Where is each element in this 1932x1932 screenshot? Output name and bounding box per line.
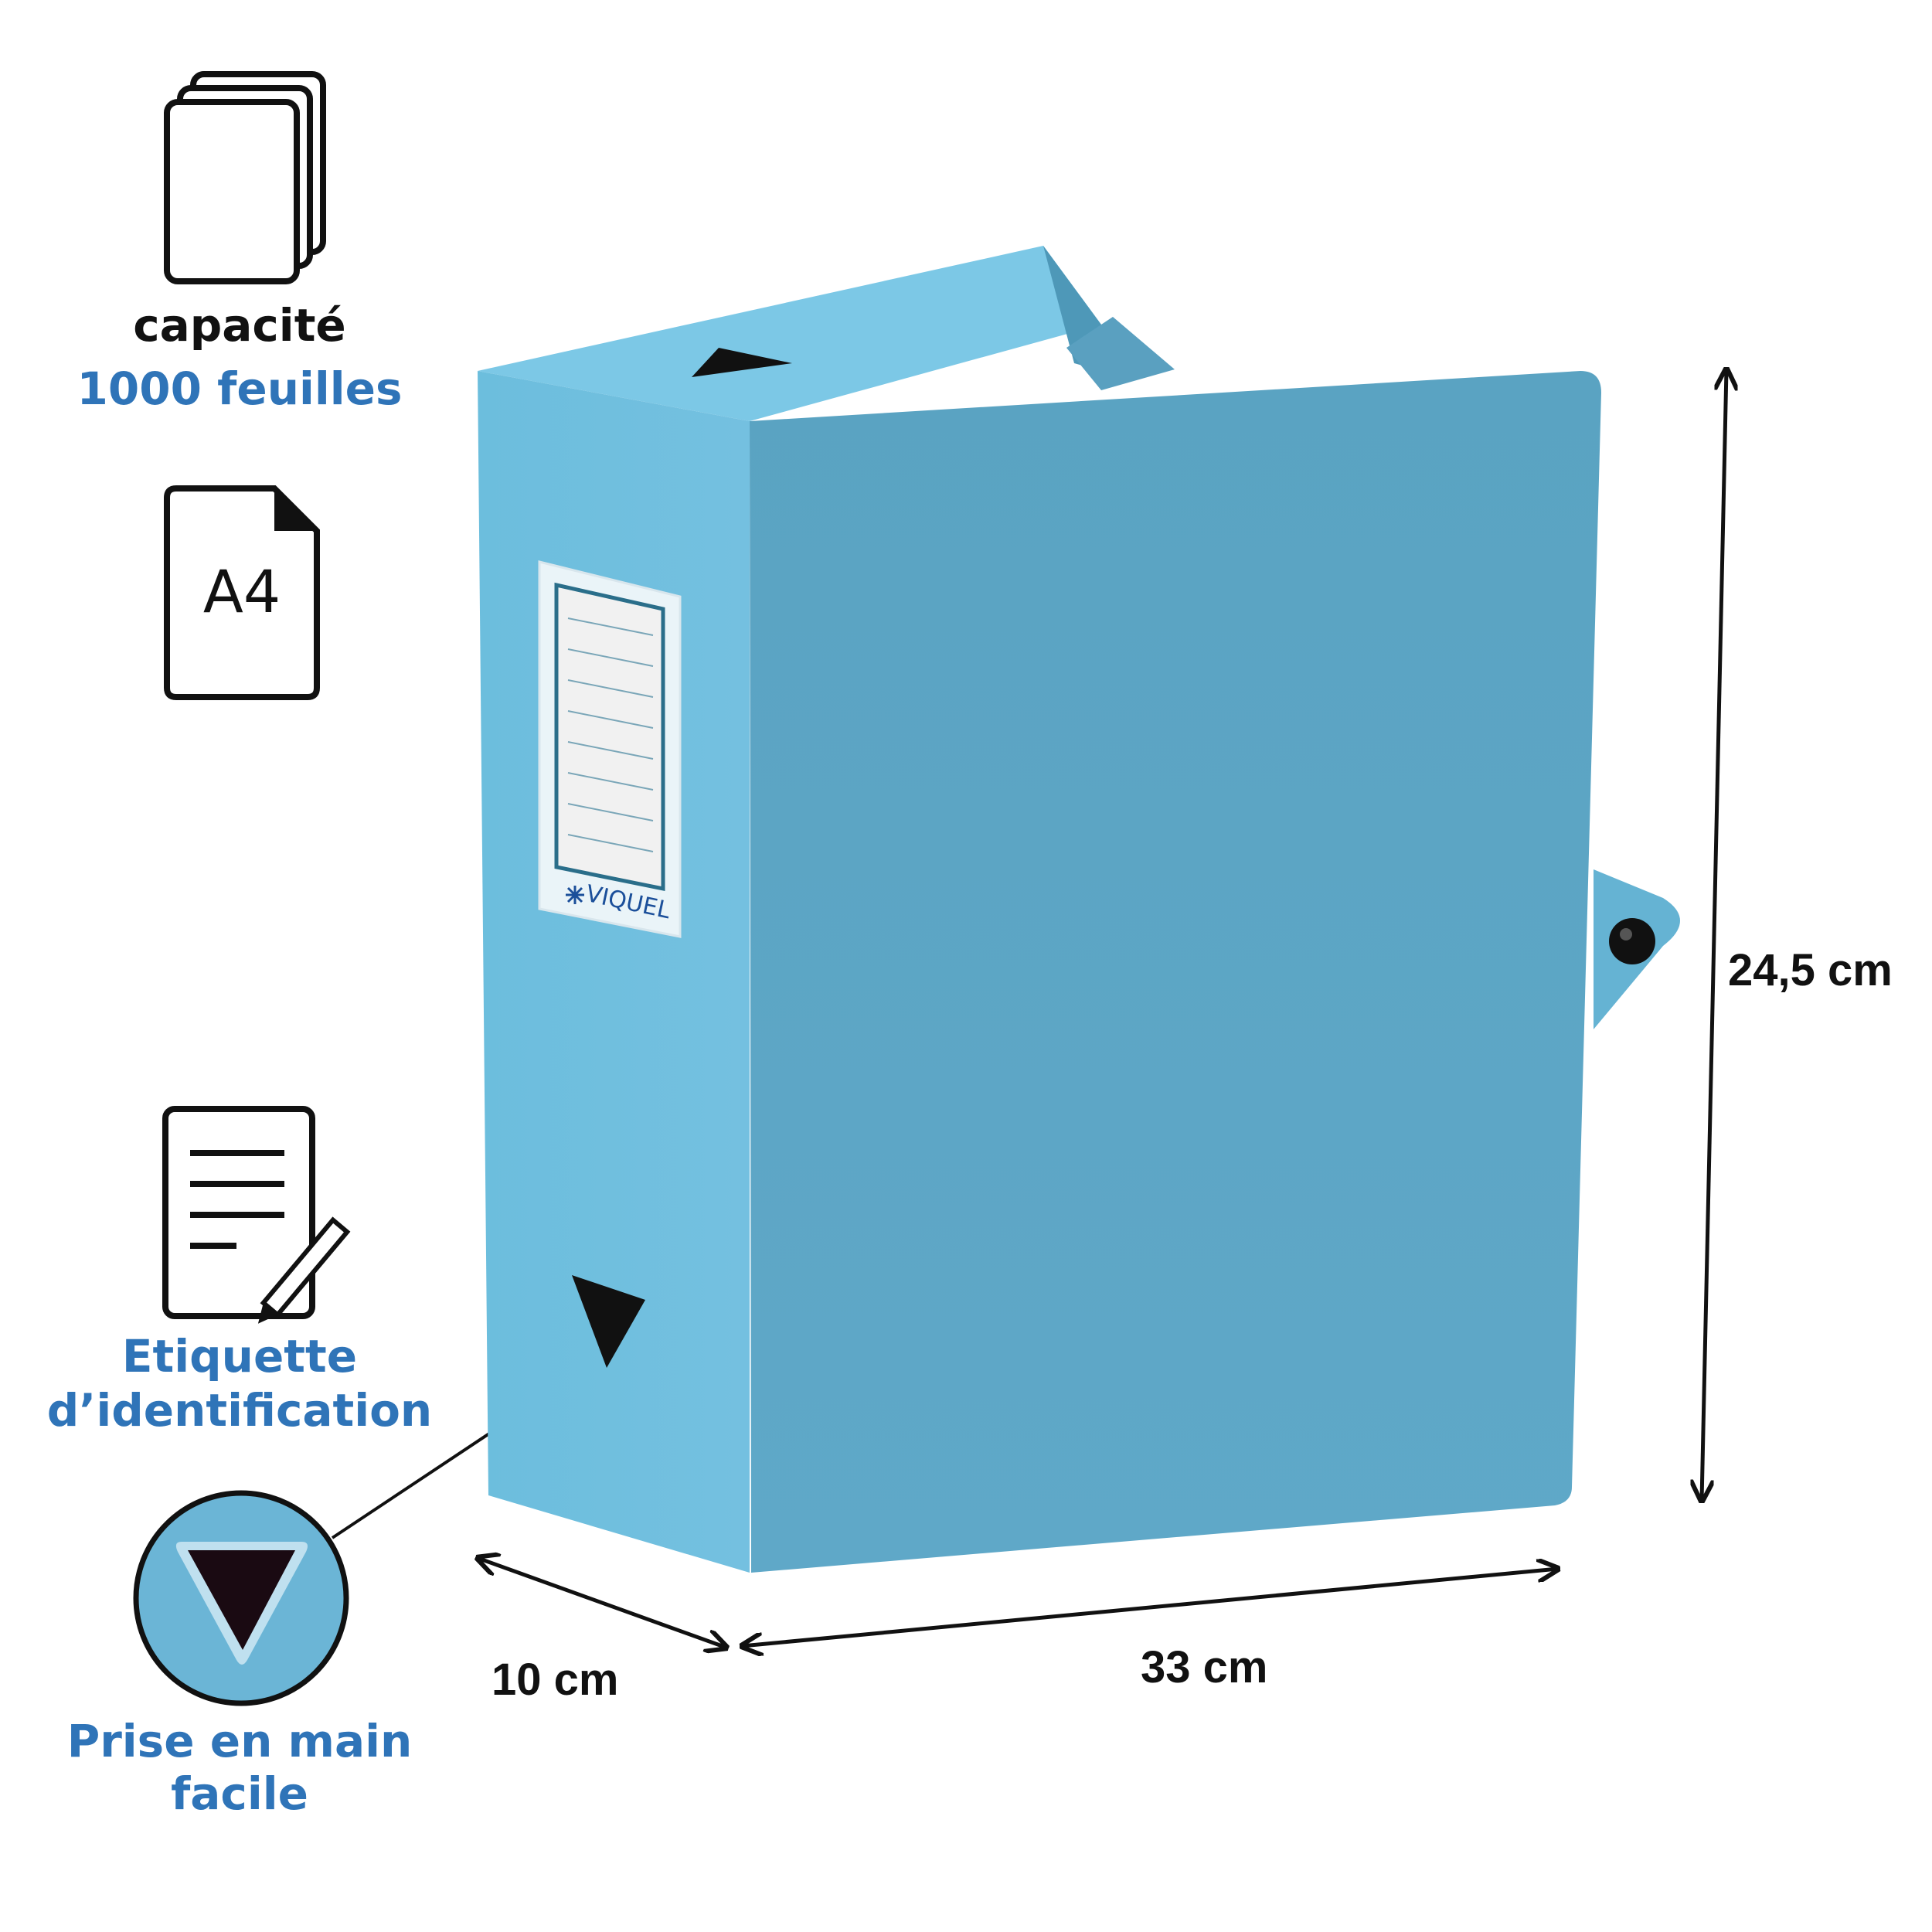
dimension-arrows	[478, 369, 1726, 1648]
format-label: A4	[202, 557, 281, 626]
depth-arrow	[478, 1558, 726, 1648]
label-holder-title-line2: d’identification	[46, 1384, 433, 1437]
grip-title-line2: facile	[171, 1767, 308, 1820]
label-holder-title-line1: Etiquette	[121, 1330, 358, 1383]
brand-logo-icon	[566, 886, 584, 904]
spine-label-holder	[538, 560, 682, 938]
archive-box	[478, 246, 1680, 1573]
a4-page-icon	[164, 485, 320, 700]
width-dimension-label: 33 cm	[1141, 1642, 1268, 1692]
capacity-label: capacité	[133, 299, 346, 352]
stacked-sheets-icon	[164, 71, 326, 284]
finger-hole-icon	[133, 1363, 592, 1706]
width-arrow	[742, 1569, 1558, 1646]
document-pen-icon	[162, 1106, 351, 1324]
capacity-value: 1000 feuilles	[77, 362, 403, 415]
height-arrow	[1702, 369, 1726, 1501]
grip-title-line1: Prise en main	[66, 1715, 413, 1767]
depth-dimension-label: 10 cm	[492, 1655, 619, 1705]
height-dimension-label: 24,5 cm	[1728, 945, 1893, 995]
